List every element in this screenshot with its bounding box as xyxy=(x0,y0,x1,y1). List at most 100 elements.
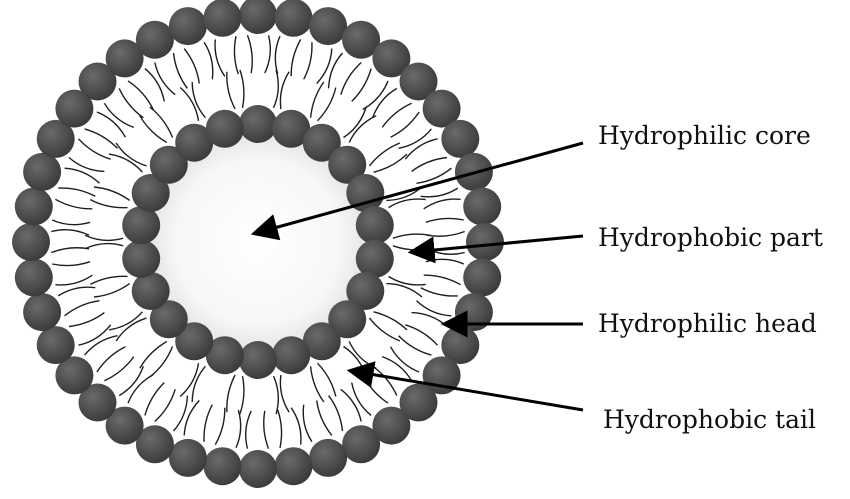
outer-tail xyxy=(425,258,465,265)
outer-tail xyxy=(214,407,226,445)
outer-tail xyxy=(389,346,420,373)
outer-tail xyxy=(51,228,90,236)
outer-head xyxy=(105,406,144,445)
outer-tail xyxy=(263,410,270,449)
inner-head xyxy=(302,123,341,162)
outer-tail xyxy=(420,287,458,297)
outer-tail xyxy=(172,395,189,432)
outer-tail xyxy=(203,404,213,442)
inner-tail xyxy=(139,340,168,369)
arrow-hydrophobic-part xyxy=(407,234,584,264)
inner-tail xyxy=(108,311,143,331)
inner-tail xyxy=(272,69,280,109)
outer-tail xyxy=(340,388,362,422)
inner-tail xyxy=(84,242,124,250)
outer-tail xyxy=(183,400,200,436)
inner-leaflet-heads xyxy=(122,105,394,379)
inner-tail xyxy=(226,71,236,110)
inner-head xyxy=(205,336,244,375)
outer-head xyxy=(12,223,50,261)
inner-tail xyxy=(191,365,206,403)
outer-head xyxy=(342,425,381,464)
outer-tail xyxy=(316,400,333,436)
inner-tail xyxy=(93,283,131,298)
inner-tail xyxy=(343,106,367,139)
outer-tail xyxy=(351,382,372,416)
outer-tail xyxy=(235,409,242,449)
inner-head xyxy=(131,272,170,310)
inner-tail xyxy=(239,375,245,415)
inner-tail xyxy=(309,81,325,118)
outer-head xyxy=(203,0,242,37)
outer-tail xyxy=(154,62,176,96)
inner-tail xyxy=(316,87,337,122)
outer-tail xyxy=(316,48,333,84)
outer-tail xyxy=(411,156,448,172)
outer-tail xyxy=(55,274,93,286)
outer-tail xyxy=(328,395,344,432)
inner-tail xyxy=(93,186,131,201)
inner-tail xyxy=(115,142,147,167)
outer-tail xyxy=(51,247,90,254)
inner-tail xyxy=(386,282,423,298)
inner-tail xyxy=(279,71,290,110)
label-hydrophilic-core: Hydrophilic core xyxy=(598,121,811,150)
inner-head xyxy=(302,322,341,361)
outer-tail xyxy=(84,128,118,149)
inner-head xyxy=(355,206,394,245)
outer-head xyxy=(274,0,313,37)
inner-head xyxy=(328,300,367,339)
outer-tail xyxy=(274,35,281,75)
inner-tail xyxy=(89,198,128,209)
outer-tail xyxy=(423,274,461,286)
outer-head xyxy=(441,119,480,158)
inner-tail xyxy=(139,115,168,144)
inner-head xyxy=(239,341,277,379)
outer-tail xyxy=(96,111,127,138)
label-hydrophobic-tail: Hydrophobic tail xyxy=(603,405,816,434)
inner-tail xyxy=(279,374,290,413)
outer-tail xyxy=(277,409,283,448)
outer-tail xyxy=(68,156,105,173)
outer-tail xyxy=(290,407,302,445)
outer-tail xyxy=(327,52,344,89)
label-hydrophobic-part: Hydrophobic part xyxy=(598,223,823,252)
inner-head xyxy=(272,336,311,375)
outer-tail xyxy=(144,382,165,416)
outer-tail xyxy=(362,374,389,404)
outer-head xyxy=(372,39,411,78)
outer-head xyxy=(239,450,277,488)
outer-tail xyxy=(51,219,91,226)
outer-tail xyxy=(127,80,154,110)
outer-tail xyxy=(55,198,93,210)
outer-head xyxy=(105,39,144,78)
inner-tail xyxy=(373,311,408,331)
outer-tail xyxy=(246,35,253,74)
outer-tail xyxy=(77,138,111,160)
outer-tail xyxy=(362,80,389,111)
inner-head xyxy=(131,174,170,212)
inner-tail xyxy=(388,198,426,209)
outer-tail xyxy=(144,68,165,102)
inner-tail xyxy=(392,233,432,239)
outer-tail xyxy=(96,346,126,373)
outer-tail xyxy=(340,61,362,95)
outer-head xyxy=(135,425,174,464)
outer-tail xyxy=(118,365,145,397)
outer-tail xyxy=(244,410,252,449)
outer-head xyxy=(135,20,174,59)
outer-tail xyxy=(203,41,214,80)
inner-head xyxy=(272,109,311,148)
outer-head xyxy=(372,406,411,445)
outer-tail xyxy=(84,335,118,356)
outer-head xyxy=(466,223,504,261)
outer-tail xyxy=(390,111,420,138)
outer-leaflet-tails xyxy=(51,35,465,449)
outer-head xyxy=(23,293,62,332)
outer-tail xyxy=(398,335,432,356)
outer-tail xyxy=(233,36,239,75)
outer-tail xyxy=(371,87,398,119)
inner-tail xyxy=(108,153,143,173)
inner-head xyxy=(346,272,385,310)
inner-head xyxy=(149,300,188,339)
